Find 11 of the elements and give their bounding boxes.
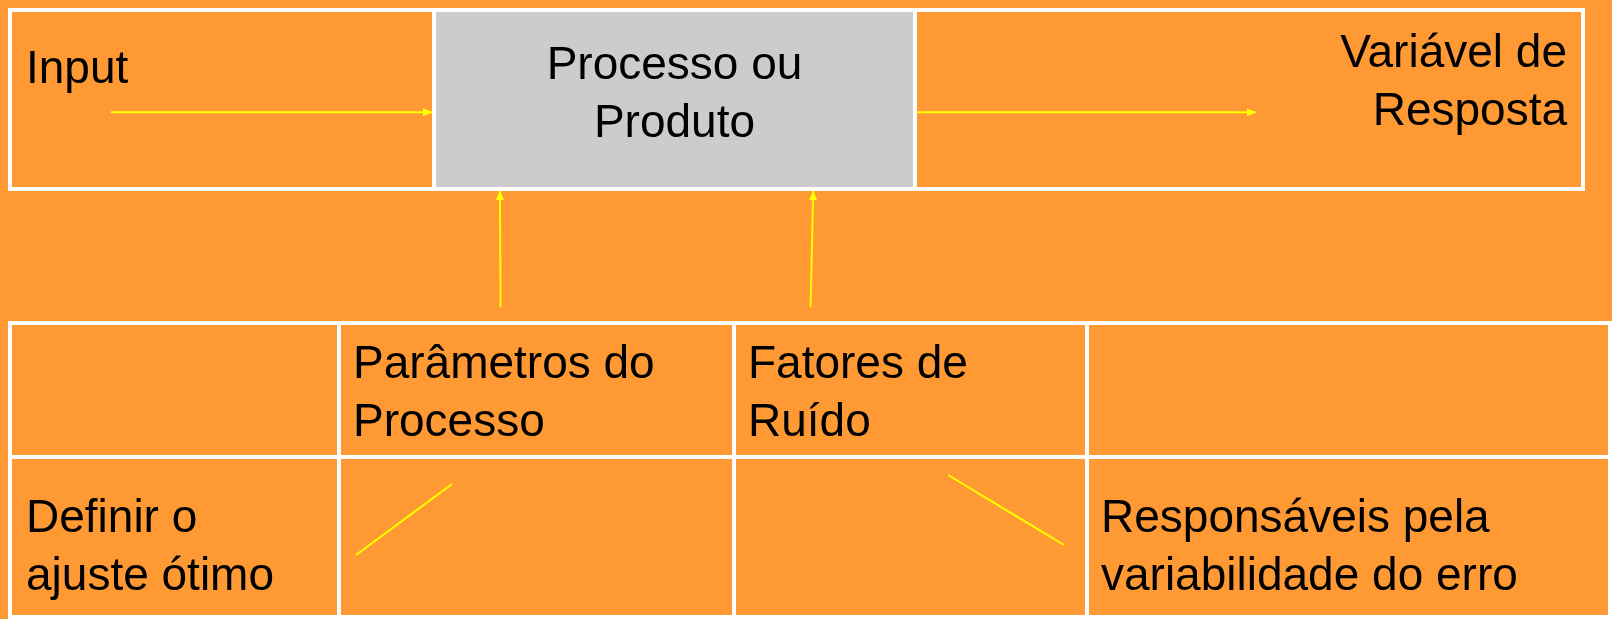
arrow [809,190,817,309]
arrow [916,108,1257,117]
cell-text: Input [26,40,129,95]
cell-text: Fatores de Ruído [748,335,969,448]
cell-text: Responsáveis pela variabilidade do erro [1101,489,1519,602]
cell-text: Definir o ajuste ótimo [26,489,275,602]
cell-text: Parâmetros do Processo [353,335,656,448]
arrow [109,108,433,117]
cell-text: Variável de Resposta [1339,24,1567,137]
arrow [495,190,504,309]
cell-text: Processo ou Produto [545,36,804,149]
